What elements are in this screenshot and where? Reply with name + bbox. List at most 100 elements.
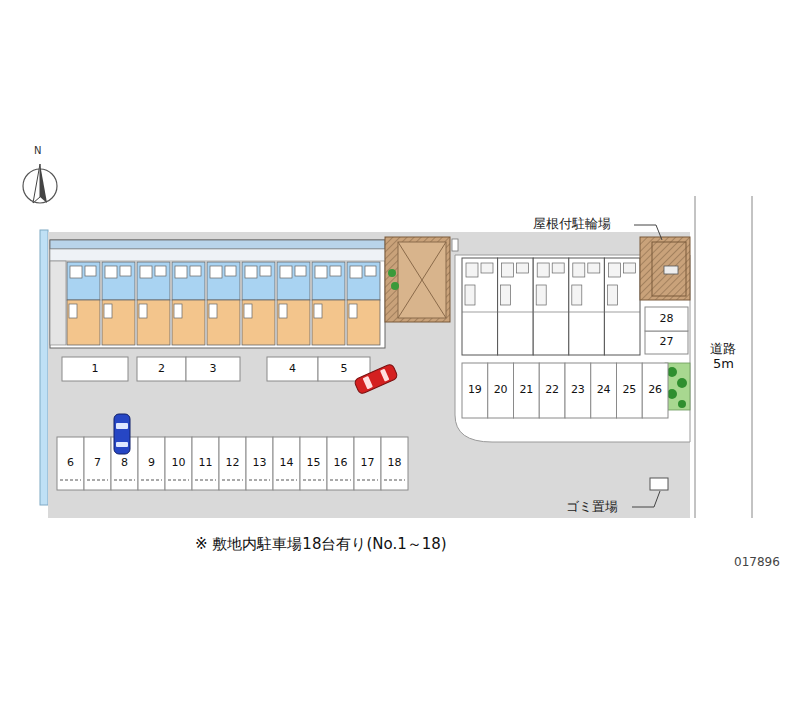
unit-toilet (225, 266, 236, 276)
unit-room (102, 300, 135, 345)
car-window (116, 423, 128, 429)
wheel-stop (114, 480, 135, 481)
parking-space: 21 (514, 363, 540, 418)
red-car (354, 363, 399, 395)
stair (50, 261, 66, 345)
shrub (678, 400, 686, 408)
space-number: 14 (280, 457, 294, 470)
bicycle-shelter (652, 242, 686, 296)
parking-space: 10 (165, 437, 192, 490)
parking-space: 3 (186, 357, 240, 381)
corridor (50, 249, 385, 261)
parking-space: 26 (642, 363, 668, 418)
parking-space: 11 (192, 437, 219, 490)
unit-toilet (120, 266, 131, 276)
unit-entry (137, 262, 170, 300)
unit-entry (312, 262, 345, 300)
road-edge (695, 196, 752, 518)
staircase (398, 242, 446, 318)
hedge (665, 363, 690, 410)
road: 道路 5m (695, 196, 752, 518)
unit-bath (280, 266, 292, 278)
staircase (385, 237, 450, 322)
parking-space: 4 (267, 357, 318, 381)
parking-space (354, 437, 381, 490)
unit-kitchen (314, 304, 322, 318)
parking-space (539, 363, 565, 418)
parking-space: 15 (300, 437, 327, 490)
wheel-stop (276, 480, 297, 481)
space-number: 24 (597, 384, 611, 397)
unit-kitchen (104, 304, 112, 318)
unit-toilet (295, 266, 306, 276)
unit-entry (102, 262, 135, 300)
parking-space (381, 437, 408, 490)
car-window (380, 369, 389, 382)
space-number: 11 (199, 457, 213, 470)
parking-space (591, 363, 617, 418)
space-number: 28 (660, 313, 674, 326)
parking-space: 18 (381, 437, 408, 490)
parking-space: 27 (645, 331, 688, 354)
unit-bath (466, 263, 478, 277)
wheel-stop (141, 480, 162, 481)
unit-toilet (365, 266, 376, 276)
wheel-stop (384, 480, 405, 481)
corridor (50, 240, 385, 249)
parking-space: 20 (488, 363, 514, 418)
shrub (677, 378, 687, 388)
unit-bath (105, 266, 117, 278)
bicycle-shelter-label: 屋根付駐輪場 (533, 216, 611, 232)
parking-space (165, 437, 192, 490)
unit-kitchen (279, 304, 287, 318)
unit-bath (502, 263, 514, 277)
unit-kitchen (244, 304, 252, 318)
unit-toilet (623, 263, 635, 273)
unit-wall (569, 312, 605, 313)
wheel-stop (87, 480, 108, 481)
unit-room (277, 300, 310, 345)
space-number: 2 (158, 363, 165, 376)
leader-line (634, 225, 662, 240)
unit (498, 258, 534, 355)
unit-room (172, 300, 205, 345)
space-number: 6 (67, 457, 74, 470)
space-number: 20 (494, 384, 508, 397)
parking-space (645, 307, 688, 331)
parking-space (300, 437, 327, 490)
parking-space (246, 437, 273, 490)
unit-entry (172, 262, 205, 300)
unit (604, 258, 640, 355)
wheel-stop (222, 480, 243, 481)
unit-toilet (552, 263, 564, 273)
unit-bath (140, 266, 152, 278)
unit-kitchen (139, 304, 147, 318)
parking-space: 13 (246, 437, 273, 490)
parking-space (57, 437, 84, 490)
unit-room (67, 300, 100, 345)
parking-space (138, 437, 165, 490)
space-number: 5 (341, 363, 348, 376)
unit (462, 258, 498, 355)
parking-space (267, 357, 318, 381)
unit-bath (315, 266, 327, 278)
space-number: 4 (289, 363, 296, 376)
space-number: 19 (468, 384, 482, 397)
unit-toilet (588, 263, 600, 273)
parking-space (192, 437, 219, 490)
unit-bath (70, 266, 82, 278)
parking-space (642, 363, 668, 418)
car-body (114, 414, 130, 454)
apartment-units (67, 262, 380, 345)
parking-space: 24 (591, 363, 617, 418)
space-number: 17 (361, 457, 375, 470)
bicycle-shelter (640, 237, 690, 300)
parking-space (273, 437, 300, 490)
garbage-area-label: ゴミ置場 (566, 499, 618, 515)
unit-bath (210, 266, 222, 278)
unit (569, 258, 605, 355)
parking-space: 2 (137, 357, 186, 381)
space-number: 23 (571, 384, 585, 397)
parking-space: 5 (318, 357, 370, 381)
